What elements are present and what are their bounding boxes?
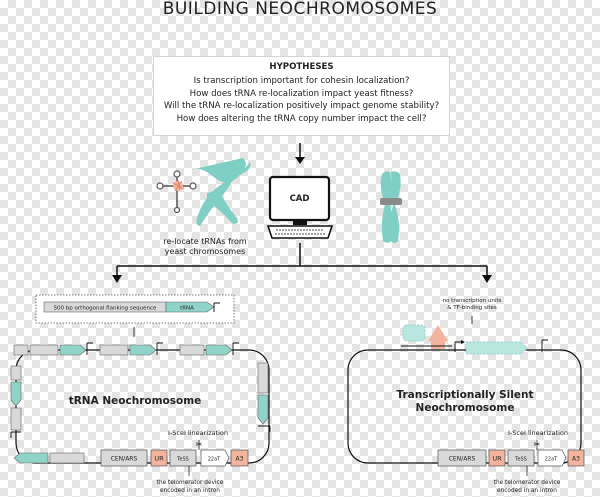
silent-neochromosome-label: Transcriptionally Silent Neochromosome [390,389,540,415]
hypotheses-box: HYPOTHESES Is transcription important fo… [153,56,450,136]
part-cen-ars: CEN/ARS [449,456,476,463]
silent-label-line: Neochromosome [415,402,515,414]
yeast-chromosome-icon [190,158,251,226]
telomerator-line: the telomerator device [156,480,224,486]
transcription-unit-icon [401,324,548,355]
silent-label-line: Transcriptionally Silent [396,389,534,401]
part-tess: TeSS [176,457,189,463]
flanking-label: 500 bp orthogonal flanking sequence [54,306,157,312]
no-units-line: no transcription units [442,298,502,304]
trna-cassette-column [257,362,271,432]
arrow-head [112,275,122,283]
arrow-head [482,275,492,283]
relocate-label-line: yeast chromosomes [164,247,246,256]
telomerator-note-left: the telomerator device encoded in an int… [140,479,240,495]
part-a3: A3 [572,456,580,463]
computer-icon [266,175,334,239]
telomerator-line: the telomerator device [493,480,561,486]
trna-box-label: tRNA [180,306,194,312]
part-tess: TeSS [514,457,527,463]
hypothesis-line: Is transcription important for cohesin l… [193,76,410,86]
part-a3: A3 [236,456,244,463]
trna-neochromosome-label: tRNA Neochromosome [68,395,202,407]
part-cen-ars: CEN/ARS [111,456,138,463]
telomerator-note-right: the telomerator device encoded in an int… [477,479,577,495]
hypothesis-line: How does altering the tRNA copy number i… [176,113,427,124]
trna-molecule-icon [156,170,197,214]
arrow-head [295,157,305,164]
flanking-cassette [35,294,235,324]
part-22at: 22aT [545,457,558,463]
hypothesis-line: How does tRNA re-localization impact yea… [189,88,414,99]
iscei-label-right: I-SceI linearization [508,429,568,437]
telomerator-line: encoded in an intron [160,488,220,494]
hypothesis-line: Will the tRNA re-localization positively… [163,101,440,111]
iscei-label-left: I-SceI linearization [168,429,228,437]
part-22at: 22aT [208,457,221,463]
part-ur: UR [492,455,502,463]
no-units-line: & TF-binding sites [447,305,497,311]
cad-label: CAD [290,194,310,204]
hypotheses-heading: HYPOTHESES [269,62,334,72]
telomerator-line: encoded in an intron [497,488,557,494]
relocate-label: re-locate tRNAs from yeast chromosomes [150,237,260,257]
trna-cassette-column [10,365,22,438]
part-ur: UR [154,455,164,463]
bottom-parts-row [13,449,249,467]
no-units-label: no transcription units & TF-binding site… [420,298,524,312]
page-title: BUILDING NEOCHROMOSOMES [162,0,438,19]
relocate-label-line: re-locate tRNAs from [163,237,247,246]
scissors-icon: ✂ [196,440,203,449]
right-bottom-parts-row [437,449,585,467]
trna-cassette-row [13,342,239,356]
neochromosome-icon [380,171,402,243]
scissors-icon: ✂ [534,440,541,449]
